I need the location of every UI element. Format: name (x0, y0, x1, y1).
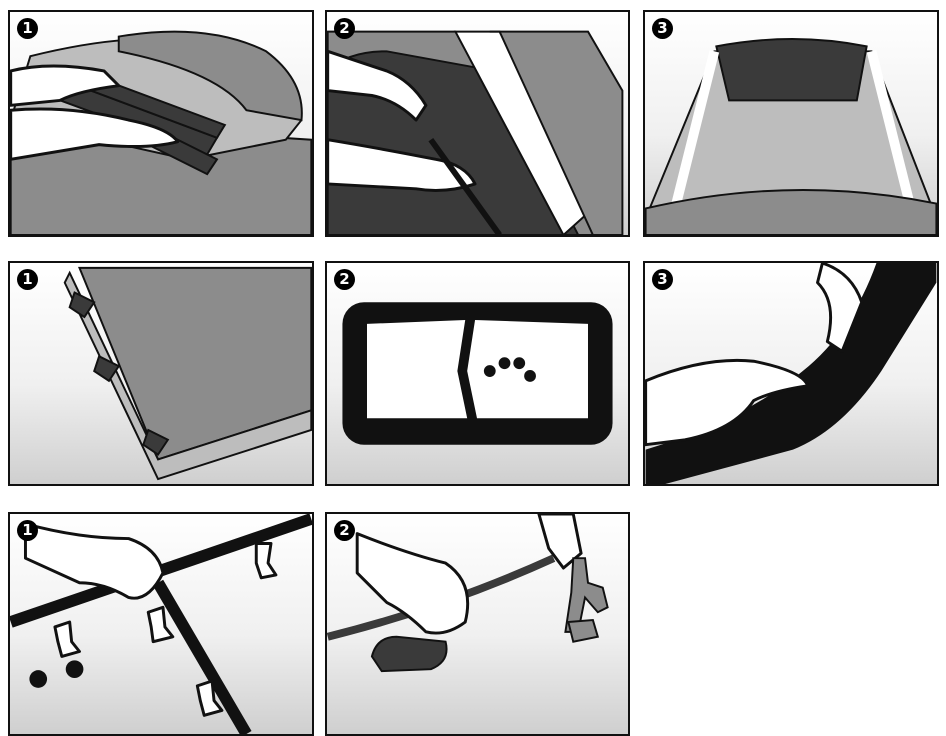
step-number-badge: 2 (334, 269, 355, 290)
illustration-assembled-frame (645, 12, 937, 235)
step-number-badge: 3 (652, 18, 673, 39)
step-number-badge: 1 (17, 269, 38, 290)
step-number-badge: 2 (334, 520, 355, 541)
step-number-badge: 1 (17, 520, 38, 541)
illustration-folded-mattress (10, 263, 312, 484)
step-number-badge: 1 (17, 18, 38, 39)
step-panel-row2-3: 3 (643, 261, 939, 486)
step-panel-row1-2: 2 (325, 10, 630, 237)
step-panel-row3-2: 2 (325, 512, 630, 736)
step-number-badge: 2 (334, 18, 355, 39)
step-number-badge: 3 (652, 269, 673, 290)
illustration-frame-inner-sheet (327, 12, 628, 235)
step-panel-row2-2: 2 (325, 261, 630, 486)
illustration-pressing-patch (645, 263, 937, 484)
illustration-repair-patch (327, 263, 628, 484)
step-panel-row3-1: 1 (8, 512, 314, 736)
illustration-mattress-tubes (10, 12, 312, 235)
illustration-pump-hose (327, 514, 628, 734)
step-panel-row1-1: 1 (8, 10, 314, 237)
illustration-frame-joint-clips (10, 514, 312, 734)
step-panel-row2-1: 1 (8, 261, 314, 486)
step-panel-row1-3: 3 (643, 10, 939, 237)
